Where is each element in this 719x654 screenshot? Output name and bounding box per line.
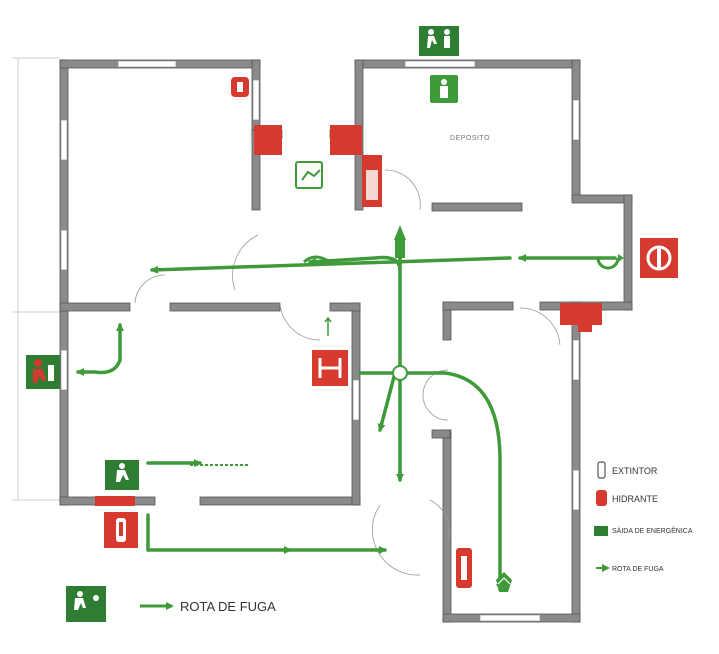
route-end-marker [496,572,512,592]
route-arrow-up [394,225,406,240]
running-person-icon [66,586,106,622]
extinguisher-outline-icon [597,461,606,479]
emergency-exit-icon [594,526,608,536]
legend-label-rota: ROTA DE FUGA [612,566,664,573]
legend-label-hidrante: HIDRANTE [612,494,658,504]
exit-door-arrow [618,254,624,262]
route-marker [395,240,405,258]
route-junction [392,365,408,381]
room-label: DEPOSITO [450,135,490,142]
fire-walls [95,125,602,506]
exit-sign-corridor [295,161,323,189]
hydrant-icon [596,490,607,506]
legend: EXTINTOR HIDRANTE SÁIDA DE ENERGÊNICA RO… [594,461,693,573]
legend-item-extintor: EXTINTOR [597,461,658,479]
dimension-lines [12,57,60,501]
exit-sign-bottom-room [105,460,139,490]
extinguisher-sign-bottom-right [456,548,472,588]
windows [60,60,580,622]
route-curve [302,255,331,264]
small-arrow [324,316,332,336]
extinguisher-sign-right [640,238,678,278]
bottom-legend-label: ROTA DE FUGA [180,599,276,614]
legend-label-saida: SÁIDA DE ENERGÊNICA [612,526,693,535]
bottom-legend: ROTA DE FUGA [66,586,276,622]
legend-label-extintor: EXTINTOR [612,466,658,476]
escape-routes [76,233,617,592]
exit-sign-left [26,355,60,389]
exit-sign-top-inner [430,75,458,103]
legend-item-saida: SÁIDA DE ENERGÊNICA [594,526,693,536]
exit-door-marker [596,257,620,270]
extinguisher-sign-bottom-left [104,512,138,548]
door-swings [134,169,561,576]
hydrant-sign-center [312,350,348,386]
legend-item-rota: ROTA DE FUGA [596,564,664,573]
extinguisher-sign-corner [578,318,592,332]
exit-sign-top [419,26,459,56]
legend-item-hidrante: HIDRANTE [596,490,658,506]
extinguisher-sign-top-left [231,77,249,97]
